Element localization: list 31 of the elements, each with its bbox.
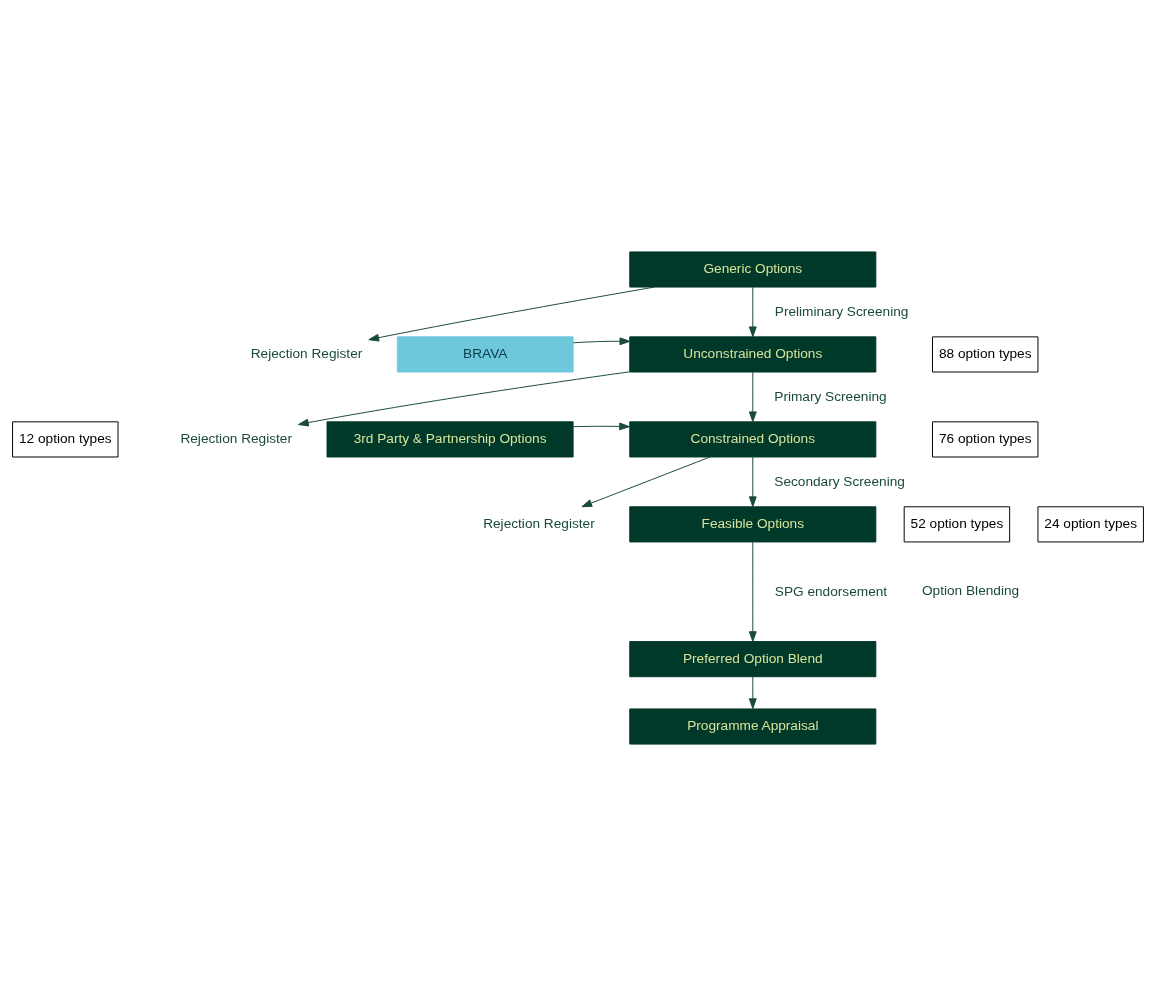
arrow	[572, 422, 630, 431]
edge-label: Primary Screening	[774, 389, 887, 405]
arrow	[748, 676, 757, 709]
node-box: Preferred Option Blend	[629, 641, 877, 678]
edge-label: Secondary Screening	[774, 473, 905, 489]
arrow	[748, 541, 757, 642]
node-box: Generic Options	[629, 251, 877, 288]
arrow	[748, 286, 757, 338]
node-box: 12 option types	[12, 421, 119, 458]
label: Option Blending	[921, 583, 1020, 599]
node-box: 88 option types	[932, 336, 1039, 373]
node-text: Rejection Register	[250, 346, 363, 362]
node-box: BRAVA	[396, 336, 574, 373]
node-box: 76 option types	[932, 421, 1039, 458]
node-box: 3rd Party & Partnership Options	[326, 421, 574, 458]
node-box: Programme Appraisal	[629, 708, 877, 745]
edge-label: Preliminary Screening	[774, 304, 909, 320]
node-text: Rejection Register	[180, 431, 292, 447]
arrow	[298, 371, 630, 427]
arrow	[572, 337, 631, 346]
arrow	[368, 286, 655, 342]
arrow	[581, 456, 711, 508]
node-box: Unconstrained Options	[629, 336, 877, 373]
arrow	[748, 371, 757, 423]
node-box: Feasible Options	[629, 506, 877, 543]
node-text: Rejection Register	[483, 515, 595, 531]
node-box: 52 option types	[903, 506, 1011, 543]
edge-label: SPG endorsement	[774, 583, 888, 599]
arrow	[748, 456, 757, 508]
node-box: Constrained Options	[629, 421, 877, 458]
node-box: 24 option types	[1037, 506, 1144, 543]
